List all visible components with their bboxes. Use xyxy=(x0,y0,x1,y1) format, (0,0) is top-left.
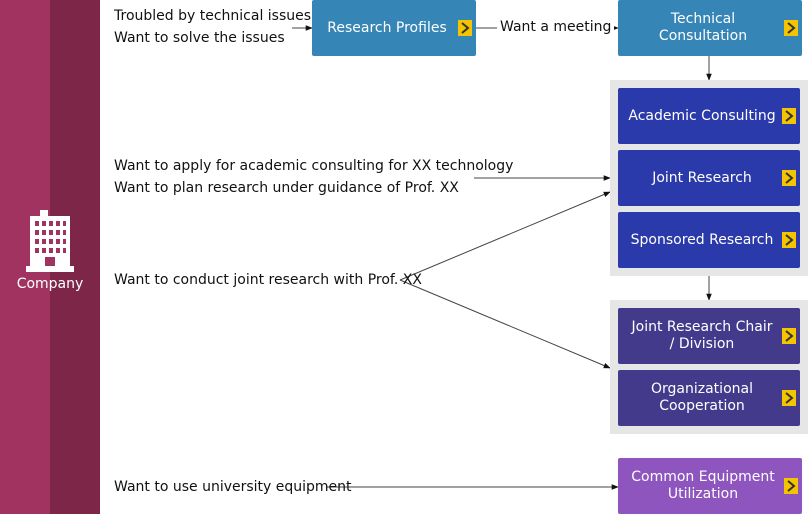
chevron-right-icon xyxy=(784,478,798,494)
need-equipment-line-1: Want to use university equipment xyxy=(114,479,352,495)
chevron-right-icon xyxy=(784,20,798,36)
chevron-right-icon xyxy=(782,170,796,186)
common-equipment-label: Common Equipment Utilization xyxy=(631,469,775,502)
technical-consultation-label: Technical Consultation xyxy=(658,11,748,44)
arrow-joint-upper xyxy=(399,191,611,281)
need-academic: Want to apply for academic consulting fo… xyxy=(114,155,513,199)
organizational-cooperation-label: Organizational Cooperation xyxy=(651,381,753,414)
organizational-cooperation-button[interactable]: Organizational Cooperation xyxy=(618,370,800,426)
need-equipment: Want to use university equipment xyxy=(114,476,352,498)
need-academic-line-2: Want to plan research under guidance of … xyxy=(114,180,459,196)
chevron-right-icon xyxy=(782,328,796,344)
technical-consultation-button[interactable]: Technical Consultation xyxy=(618,0,802,56)
need-academic-line-1: Want to apply for academic consulting fo… xyxy=(114,158,514,174)
joint-research-chair-button[interactable]: Joint Research Chair / Division xyxy=(618,308,800,364)
meeting-label: Want a meeting xyxy=(497,19,615,35)
chevron-right-icon xyxy=(782,108,796,124)
research-profiles-label: Research Profiles xyxy=(327,19,447,36)
sponsored-research-button[interactable]: Sponsored Research xyxy=(618,212,800,268)
research-profiles-button[interactable]: Research Profiles xyxy=(312,0,476,56)
joint-research-chair-label: Joint Research Chair / Division xyxy=(631,319,773,352)
need-joint: Want to conduct joint research with Prof… xyxy=(114,269,422,291)
joint-research-button[interactable]: Joint Research xyxy=(618,150,800,206)
office-building-icon xyxy=(26,210,74,272)
joint-research-label: Joint Research xyxy=(652,169,752,186)
company-label: Company xyxy=(16,276,84,292)
chevron-right-icon xyxy=(782,232,796,248)
need-technical-line-2: Want to solve the issues xyxy=(114,30,285,46)
chevron-right-icon xyxy=(782,390,796,406)
arrow-joint-lower xyxy=(399,279,611,369)
need-technical: Troubled by technical issues Want to sol… xyxy=(114,5,311,49)
chevron-right-icon xyxy=(458,20,472,36)
academic-consulting-button[interactable]: Academic Consulting xyxy=(618,88,800,144)
sponsored-research-label: Sponsored Research xyxy=(630,231,774,248)
need-joint-line-1: Want to conduct joint research with Prof… xyxy=(114,272,422,288)
common-equipment-button[interactable]: Common Equipment Utilization xyxy=(618,458,802,514)
academic-consulting-label: Academic Consulting xyxy=(628,107,776,124)
need-technical-line-1: Troubled by technical issues xyxy=(114,8,312,24)
company-block: Company xyxy=(0,210,100,292)
